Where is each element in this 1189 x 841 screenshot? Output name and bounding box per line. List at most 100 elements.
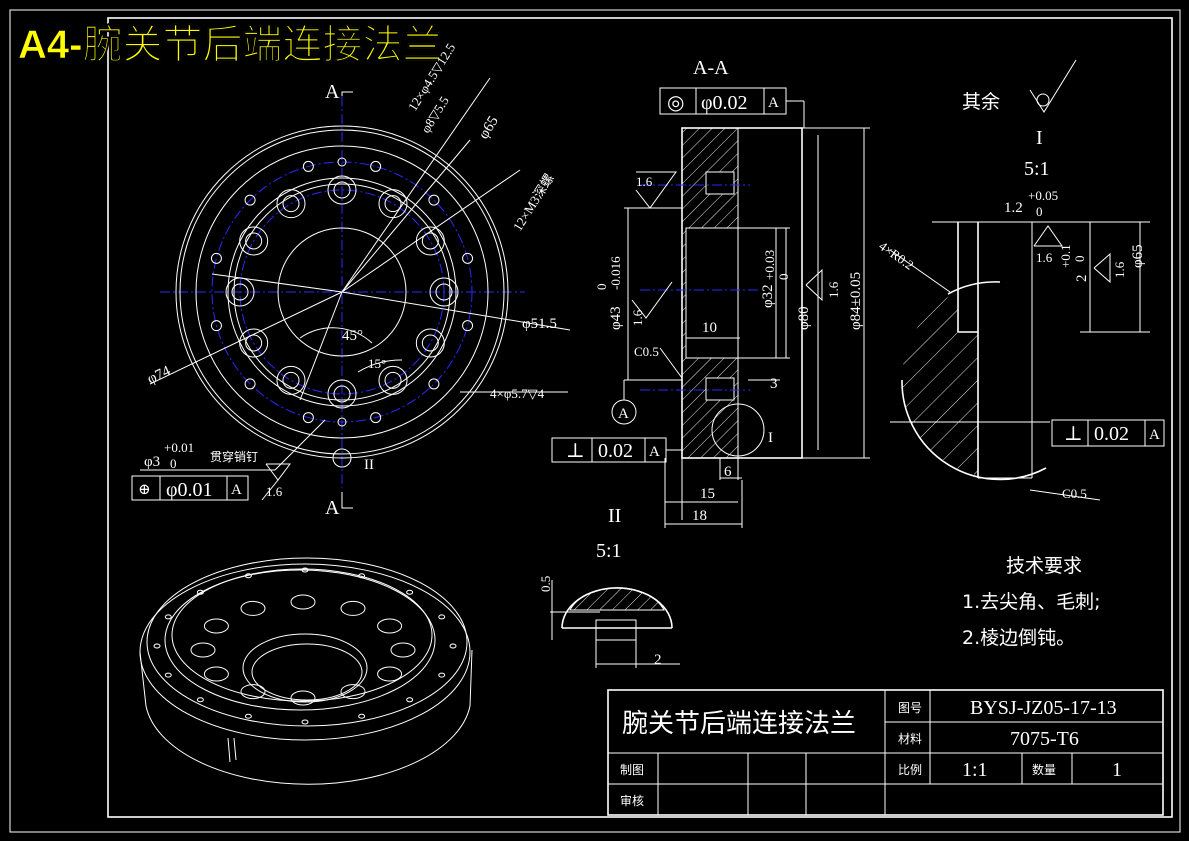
dim-pcd: φ65 — [476, 114, 502, 143]
iso-small-hole — [301, 719, 309, 725]
pin-hole-tol-lower: 0 — [170, 456, 177, 471]
dim-thread: 12×M3深螺 — [510, 171, 557, 234]
thread-hole — [210, 252, 222, 264]
iso-small-hole — [153, 643, 161, 649]
dim-bore-tol-upper: +0.03 — [762, 250, 777, 280]
dim-angle-15: 15° — [368, 356, 386, 371]
tech-req-title: 技术要求 — [1006, 555, 1082, 577]
iso-small-hole — [438, 672, 446, 678]
detail-1-radius: 4×R0.2 — [876, 238, 916, 273]
dim-small-holes: 4×φ5.7▽4 — [490, 386, 545, 401]
dim-3: 3 — [770, 376, 778, 392]
pin-hole-tol-upper: +0.01 — [164, 440, 194, 455]
bolt-hole-outer — [276, 189, 306, 219]
tech-req-item-1: 1.去尖角、毛刺; — [962, 591, 1101, 613]
fcf-conc-value: φ0.02 — [701, 92, 748, 114]
bolt-hole-inner — [384, 195, 402, 213]
detail-1-dim-depth-tol-lower: 0 — [1072, 256, 1087, 263]
front-view-bolt-holes — [225, 175, 459, 409]
iso-small-hole — [406, 589, 414, 595]
isometric-view — [139, 557, 473, 785]
iso-small-hole — [358, 713, 366, 719]
iso-small-hole — [164, 614, 172, 620]
title-block-label-drawn: 制图 — [620, 763, 644, 777]
iso-hole — [377, 618, 403, 634]
section-mark-bottom: A — [325, 497, 340, 519]
isometric-view-holes — [153, 567, 457, 725]
iso-small-hole — [406, 697, 414, 703]
iso-hole — [190, 642, 216, 658]
dim-left-tol-upper: 0 — [594, 284, 609, 291]
thread-hole — [462, 320, 474, 332]
title-block-label-qty: 数量 — [1032, 762, 1056, 777]
bolt-hole-outer — [429, 277, 459, 307]
drawing-header-title: A4-腕关节后端连接法兰 — [18, 23, 442, 67]
iso-small-hole — [438, 614, 446, 620]
iso-hole — [203, 618, 229, 634]
front-view — [149, 77, 571, 509]
fcf-conc-datum: A — [768, 95, 779, 111]
dim-left-dia: φ43 — [608, 306, 624, 330]
iso-small-hole — [244, 713, 252, 719]
detail-1-fcf-symbol: ⊥ — [1064, 423, 1083, 445]
fcf-position-datum: A — [231, 482, 242, 498]
detail-1-dim-dia: φ65 — [1130, 244, 1146, 268]
detail-ref-1: I — [768, 430, 773, 446]
title-block-material: 7075-T6 — [1010, 728, 1079, 750]
bolt-hole-inner — [333, 385, 351, 403]
dim-angle-45: 45° — [342, 328, 363, 344]
fcf-perp-value: 0.02 — [598, 440, 633, 462]
bolt-hole-inner — [245, 334, 263, 352]
bolt-hole-inner — [421, 232, 439, 250]
bolt-hole-outer — [276, 365, 306, 395]
detail-2-ref: II — [608, 505, 621, 527]
dim-outer: φ74 — [145, 363, 174, 388]
section-view — [551, 127, 870, 528]
chamfer-section: C0.5 — [634, 344, 659, 359]
iso-small-hole — [244, 573, 252, 579]
bolt-hole-outer — [327, 379, 357, 409]
detail-1-fcf-value: 0.02 — [1094, 423, 1129, 445]
bolt-hole-inner — [384, 371, 402, 389]
front-view-small-holes — [210, 157, 474, 427]
bolt-hole-inner — [421, 334, 439, 352]
roughness-left: 1.6 — [630, 309, 645, 326]
iso-hole — [340, 684, 366, 700]
thread-hole — [337, 157, 347, 167]
datum-a: A — [618, 406, 629, 422]
thread-hole — [210, 320, 222, 332]
tech-req-item-2: 2.棱边倒钝。 — [962, 627, 1075, 649]
bolt-hole-inner — [282, 195, 300, 213]
pin-hole-dim: φ3 — [144, 454, 160, 470]
roughness-pin: 1.6 — [266, 484, 283, 499]
fcf-position-symbol: ⊕ — [138, 482, 151, 498]
iso-small-hole — [196, 589, 204, 595]
iso-small-hole — [301, 567, 309, 573]
section-mark-top: A — [325, 81, 340, 103]
iso-small-hole — [449, 643, 457, 649]
outer-frame — [9, 9, 1181, 833]
iso-hole — [240, 684, 266, 700]
iso-hole — [290, 594, 316, 610]
title-block-label-review: 审核 — [620, 793, 644, 808]
dim-15: 15 — [700, 486, 715, 502]
detail-1-scale: 5:1 — [1024, 158, 1050, 180]
dim-left-tol-lower: -0.016 — [608, 256, 623, 290]
title-block-scale: 1:1 — [962, 759, 988, 781]
dim-bore-tol-lower: 0 — [776, 274, 791, 281]
bolt-hole-outer — [239, 226, 269, 256]
thread-hole — [302, 412, 314, 424]
thread-hole — [244, 194, 256, 206]
bolt-hole-outer — [239, 328, 269, 358]
title-block-qty: 1 — [1112, 759, 1122, 781]
title-block — [607, 689, 1164, 816]
title-block-label-scale: 比例 — [898, 763, 922, 777]
thread-hole — [462, 252, 474, 264]
fcf-conc-symbol: ◎ — [667, 92, 684, 114]
inner-frame — [107, 17, 1173, 818]
dim-outer-dia: φ84±0.05 — [848, 272, 864, 330]
roughness-top: 1.6 — [636, 174, 653, 189]
detail-1-dim-width-tol-lower: 0 — [1036, 204, 1043, 219]
detail-1-dim-depth: 2 — [1074, 275, 1090, 283]
